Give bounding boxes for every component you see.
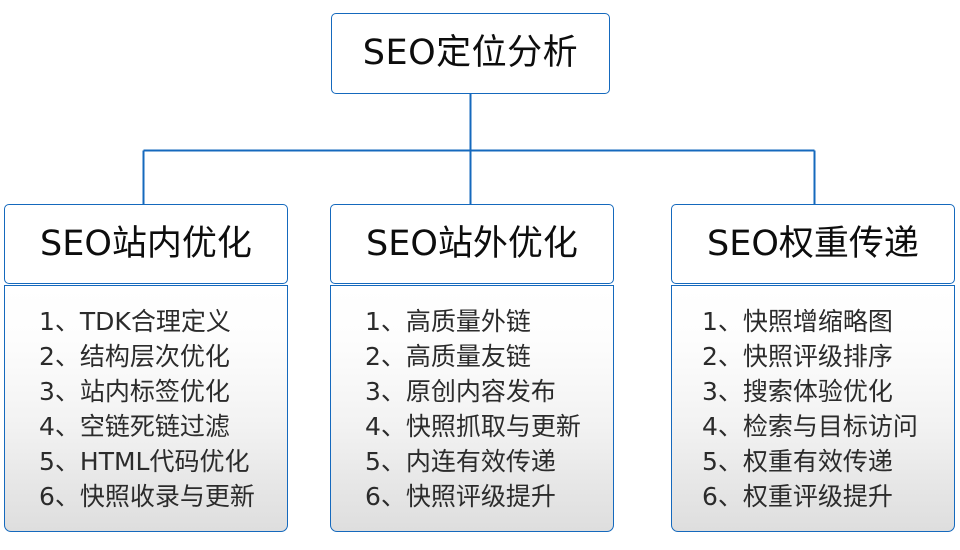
list-item: 5、权重有效传递: [702, 447, 893, 476]
list-item: 6、快照收录与更新: [39, 482, 255, 511]
list-item: 4、快照抓取与更新: [365, 412, 581, 441]
list-item: 1、快照增缩略图: [702, 307, 893, 336]
list-item: 2、结构层次优化: [39, 342, 230, 371]
branch-column-seo-onsite: SEO站内优化 1、TDK合理定义 2、结构层次优化 3、站内标签优化 4、空链…: [4, 204, 288, 532]
list-item: 5、HTML代码优化: [39, 447, 250, 476]
root-node-label: SEO定位分析: [362, 33, 579, 73]
branch-item-list: 1、快照增缩略图 2、快照评级排序 3、搜索体验优化 4、检索与目标访问 5、权…: [672, 304, 954, 514]
list-item: 6、权重评级提升: [702, 482, 893, 511]
branch-header-seo-weight[interactable]: SEO权重传递: [671, 204, 955, 284]
list-item: 2、快照评级排序: [702, 342, 893, 371]
root-node[interactable]: SEO定位分析: [331, 13, 610, 94]
branch-header-label: SEO站内优化: [40, 223, 252, 264]
list-item: 3、原创内容发布: [365, 377, 556, 406]
list-item: 5、内连有效传递: [365, 447, 556, 476]
list-item: 2、高质量友链: [365, 342, 531, 371]
list-item: 3、站内标签优化: [39, 377, 230, 406]
list-item: 1、高质量外链: [365, 307, 531, 336]
branch-column-seo-offsite: SEO站外优化 1、高质量外链 2、高质量友链 3、原创内容发布 4、快照抓取与…: [330, 204, 614, 532]
branch-item-list: 1、高质量外链 2、高质量友链 3、原创内容发布 4、快照抓取与更新 5、内连有…: [331, 304, 613, 514]
branch-body-seo-offsite: 1、高质量外链 2、高质量友链 3、原创内容发布 4、快照抓取与更新 5、内连有…: [330, 285, 614, 532]
list-item: 4、空链死链过滤: [39, 412, 230, 441]
branch-header-label: SEO权重传递: [707, 223, 919, 264]
list-item: 6、快照评级提升: [365, 482, 556, 511]
branch-header-label: SEO站外优化: [366, 223, 578, 264]
list-item: 1、TDK合理定义: [39, 307, 231, 336]
branch-header-seo-onsite[interactable]: SEO站内优化: [4, 204, 288, 284]
list-item: 4、检索与目标访问: [702, 412, 918, 441]
branch-body-seo-onsite: 1、TDK合理定义 2、结构层次优化 3、站内标签优化 4、空链死链过滤 5、H…: [4, 285, 288, 532]
list-item: 3、搜索体验优化: [702, 377, 893, 406]
branch-column-seo-weight: SEO权重传递 1、快照增缩略图 2、快照评级排序 3、搜索体验优化 4、检索与…: [671, 204, 955, 532]
branch-item-list: 1、TDK合理定义 2、结构层次优化 3、站内标签优化 4、空链死链过滤 5、H…: [5, 304, 287, 514]
branch-header-seo-offsite[interactable]: SEO站外优化: [330, 204, 614, 284]
branch-body-seo-weight: 1、快照增缩略图 2、快照评级排序 3、搜索体验优化 4、检索与目标访问 5、权…: [671, 285, 955, 532]
